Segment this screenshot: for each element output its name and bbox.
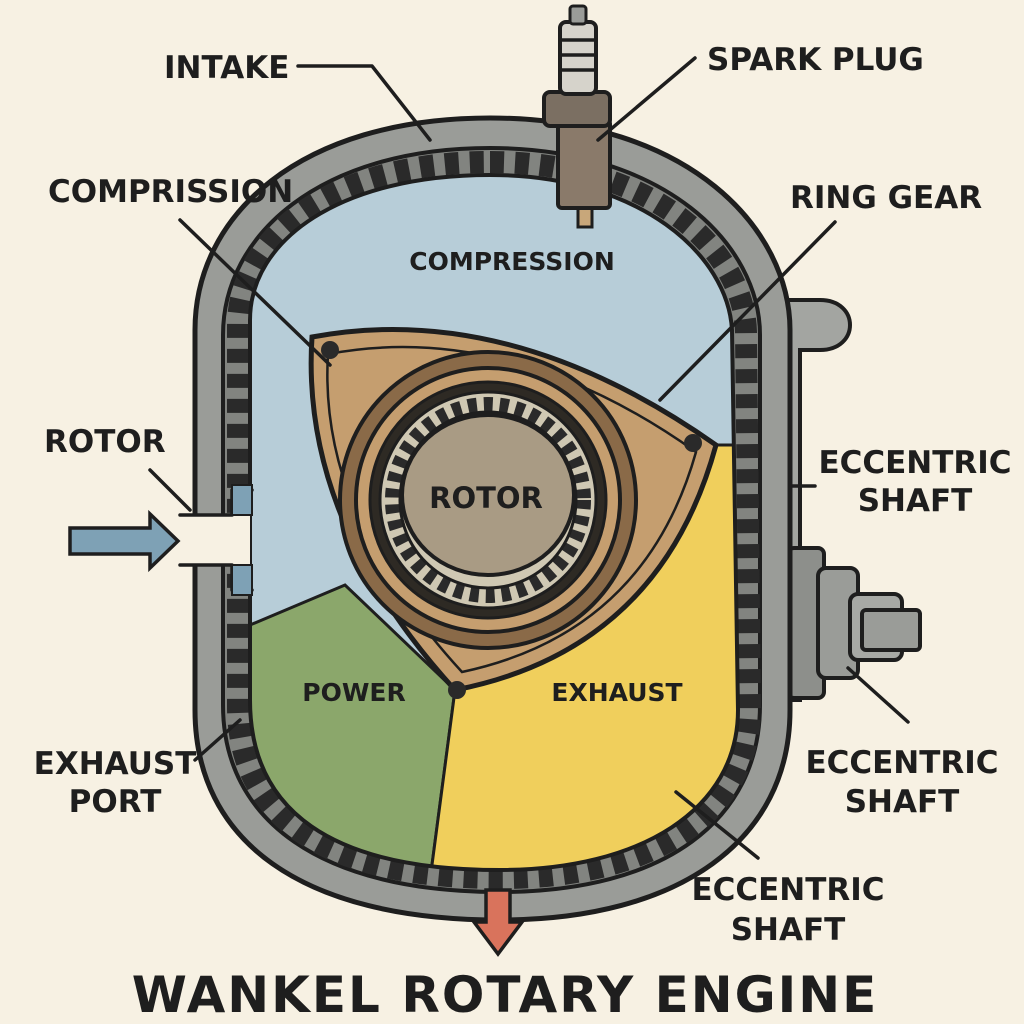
label-intake: INTAKE xyxy=(164,50,289,86)
intake-port xyxy=(178,484,254,596)
zone-rotor: ROTOR xyxy=(429,481,543,515)
label-eccentric-shaft-2: ECCENTRIC SHAFT xyxy=(805,745,998,820)
label-ring-gear: RING GEAR xyxy=(790,180,982,216)
label-exhaust-port-line2: PORT xyxy=(69,784,162,820)
label-rotor: ROTOR xyxy=(44,424,166,460)
label-eccentric-shaft-3-line1: ECCENTRIC xyxy=(691,872,884,908)
arrow-down-icon xyxy=(470,888,526,957)
label-eccentric-shaft-3-line2: SHAFT xyxy=(731,912,846,948)
rotor xyxy=(308,327,719,699)
zone-power: POWER xyxy=(302,678,405,707)
label-eccentric-shaft-2-line1: ECCENTRIC xyxy=(805,745,998,781)
label-exhaust-port-line1: EXHAUST xyxy=(34,746,197,782)
label-eccentric-shaft-3: ECCENTRIC SHAFT xyxy=(691,872,884,948)
label-compression: COMPRISSION xyxy=(48,174,293,210)
page-title: WANKEL ROTARY ENGINE xyxy=(132,966,879,1024)
label-spark-plug: SPARK PLUG xyxy=(707,42,924,78)
spark-plug-icon xyxy=(542,4,612,229)
zone-exhaust: EXHAUST xyxy=(551,678,682,707)
label-eccentric-shaft-1-line1: ECCENTRIC xyxy=(818,445,1011,481)
arrow-right-icon xyxy=(68,509,181,573)
label-exhaust-port: EXHAUST PORT xyxy=(34,746,197,820)
label-eccentric-shaft-1: ECCENTRIC SHAFT xyxy=(818,445,1011,519)
zone-compression: COMPRESSION xyxy=(409,247,615,276)
housing-teeth xyxy=(227,150,762,890)
label-eccentric-shaft-1-line2: SHAFT xyxy=(858,483,973,519)
leader-lines xyxy=(148,56,910,860)
label-eccentric-shaft-2-line2: SHAFT xyxy=(845,784,960,820)
